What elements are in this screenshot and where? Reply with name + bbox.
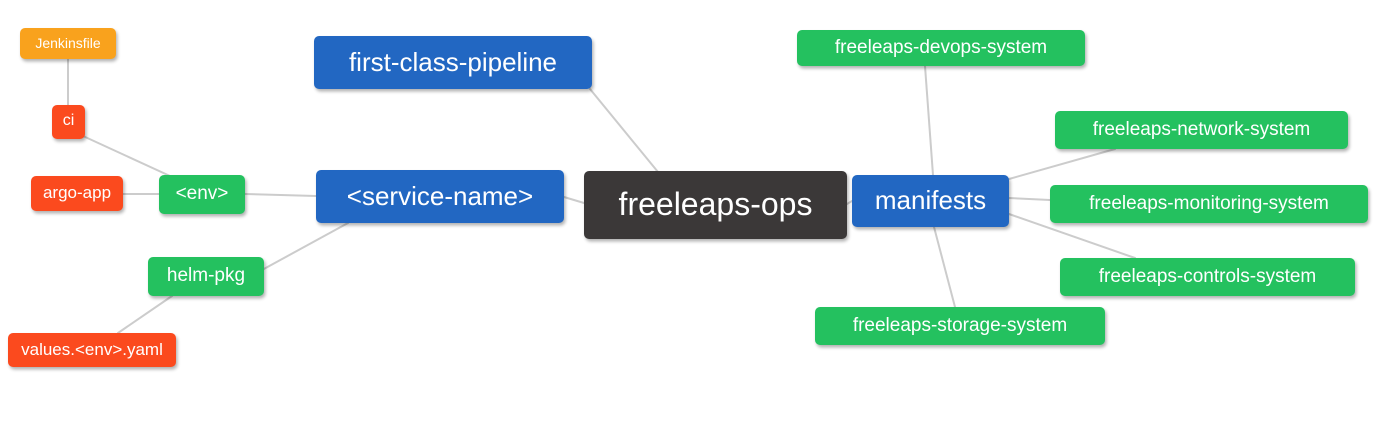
edge-manifests-to-freeleaps-devops-system (924, 65, 934, 176)
node-label-freeleaps-controls-system: freeleaps-controls-system (1098, 265, 1317, 287)
node-first-class-pipeline[interactable]: first-class-pipeline (314, 36, 592, 89)
node-label-service-name: <service-name> (346, 180, 534, 211)
node-label-env: <env> (175, 183, 229, 204)
edge-ci-to-env (82, 135, 171, 177)
node-label-freeleaps-devops-system: freeleaps-devops-system (834, 36, 1048, 58)
node-env[interactable]: <env> (159, 175, 245, 214)
node-manifests[interactable]: manifests (852, 175, 1009, 227)
node-label-freeleaps-ops: freeleaps-ops (618, 186, 813, 222)
node-helm-pkg[interactable]: helm-pkg (148, 257, 264, 296)
node-service-name[interactable]: <service-name> (316, 170, 564, 223)
node-freeleaps-storage-system[interactable]: freeleaps-storage-system (815, 307, 1105, 345)
edge-manifests-to-freeleaps-storage-system (933, 226, 956, 308)
node-values-env-yaml[interactable]: values.<env>.yaml (8, 333, 176, 367)
node-label-freeleaps-storage-system: freeleaps-storage-system (852, 314, 1068, 336)
node-freeleaps-controls-system[interactable]: freeleaps-controls-system (1060, 258, 1355, 296)
node-label-manifests: manifests (874, 185, 987, 215)
node-label-argo-app: argo-app (42, 183, 112, 202)
edge-first-class-pipeline-to-freeleaps-ops (589, 88, 659, 173)
node-argo-app[interactable]: argo-app (31, 176, 123, 211)
edge-service-name-to-helm-pkg (261, 222, 349, 271)
edge-env-to-service-name (244, 193, 317, 197)
edge-helm-pkg-to-values-env-yaml (117, 295, 173, 334)
node-jenkinsfile[interactable]: Jenkinsfile (20, 28, 116, 59)
node-label-ci: ci (62, 112, 75, 129)
node-ci[interactable]: ci (52, 105, 85, 139)
node-label-first-class-pipeline: first-class-pipeline (348, 46, 558, 77)
node-label-helm-pkg: helm-pkg (166, 265, 246, 286)
node-label-freeleaps-network-system: freeleaps-network-system (1092, 118, 1311, 140)
node-label-freeleaps-monitoring-system: freeleaps-monitoring-system (1089, 192, 1329, 214)
node-freeleaps-devops-system[interactable]: freeleaps-devops-system (797, 30, 1085, 66)
node-freeleaps-network-system[interactable]: freeleaps-network-system (1055, 111, 1348, 149)
node-freeleaps-monitoring-system[interactable]: freeleaps-monitoring-system (1050, 185, 1368, 223)
node-label-values-env-yaml: values.<env>.yaml (21, 339, 163, 359)
edge-manifests-to-freeleaps-network-system (1008, 148, 1116, 180)
node-freeleaps-ops[interactable]: freeleaps-ops (584, 171, 847, 239)
edge-service-name-to-freeleaps-ops (563, 196, 585, 204)
node-label-jenkinsfile: Jenkinsfile (35, 34, 101, 51)
edge-manifests-to-freeleaps-monitoring-system (1008, 197, 1051, 201)
